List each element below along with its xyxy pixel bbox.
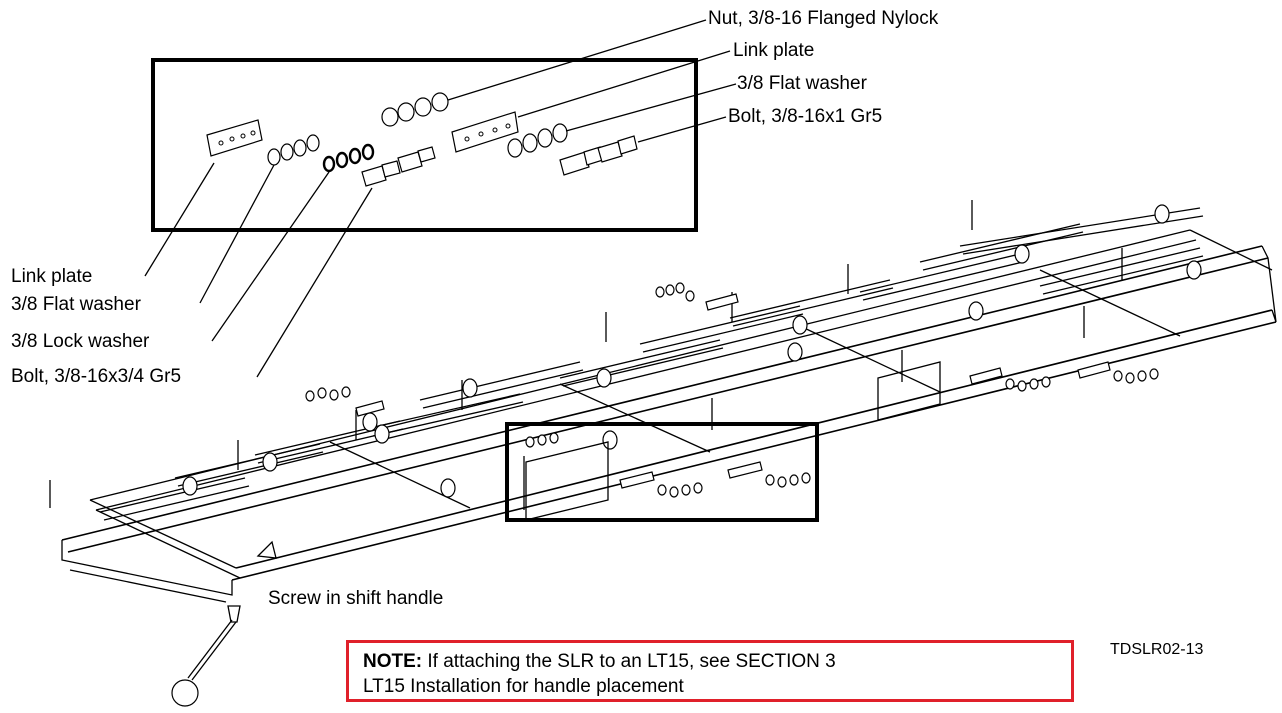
- note-prefix: NOTE:: [363, 651, 423, 672]
- label-flat-washer-left: 3/8 Flat washer: [11, 294, 141, 315]
- label-bolt-right: Bolt, 3/8-16x1 Gr5: [728, 106, 883, 127]
- note-text-1: If attaching the SLR to an LT15, see SEC…: [422, 651, 836, 672]
- leader-lines: [144, 19, 737, 378]
- frame-assembly: [49, 200, 1277, 603]
- loose-hardware: [305, 282, 1159, 498]
- label-link-plate-left: Link plate: [11, 266, 93, 287]
- label-flat-washer-right: 3/8 Flat washer: [737, 73, 867, 94]
- label-lock-washer-left: 3/8 Lock washer: [11, 331, 150, 352]
- note-line-2: LT15 Installation for handle placement: [363, 676, 684, 697]
- drawing-code: TDSLR02-13: [1110, 641, 1204, 658]
- note-line-1: NOTE: If attaching the SLR to an LT15, s…: [363, 649, 1057, 674]
- label-bolt-left: Bolt, 3/8-16x3/4 Gr5: [11, 366, 182, 387]
- exploded-hardware: [206, 92, 638, 187]
- shift-handle: [171, 605, 241, 707]
- label-link-plate-right: Link plate: [733, 40, 815, 61]
- label-nut-flanged: Nut, 3/8-16 Flanged Nylock: [708, 8, 939, 29]
- label-shift-handle: Screw in shift handle: [268, 588, 444, 609]
- callout-box: [505, 422, 819, 522]
- note-box: NOTE: If attaching the SLR to an LT15, s…: [346, 640, 1074, 702]
- detail-box: [151, 58, 698, 232]
